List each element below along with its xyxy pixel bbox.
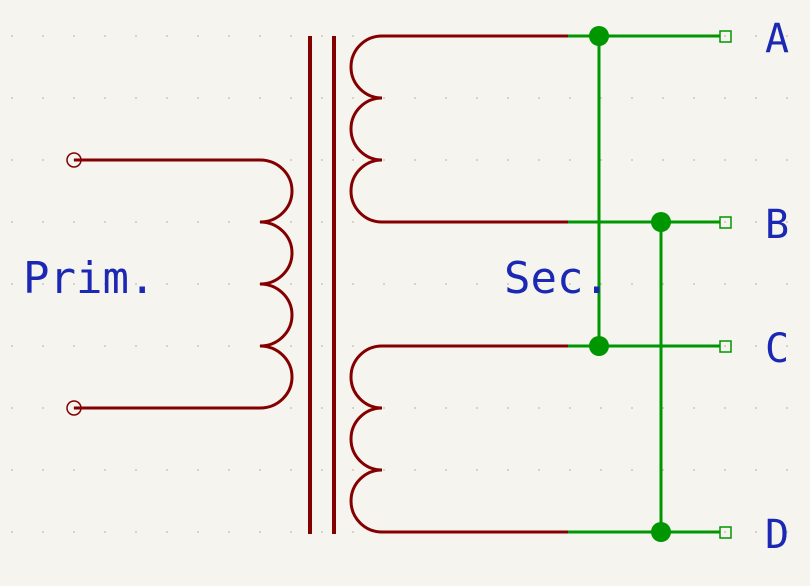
label-primary: Prim. bbox=[23, 253, 155, 304]
primary-winding bbox=[66, 152, 294, 416]
transformer-core bbox=[308, 36, 336, 534]
junctions bbox=[589, 26, 671, 542]
label-terminal-a: A bbox=[765, 16, 789, 62]
junction-d bbox=[651, 522, 671, 542]
terminal-pin-c[interactable] bbox=[719, 340, 732, 353]
terminal-pin-a[interactable] bbox=[719, 30, 732, 43]
terminals bbox=[719, 30, 732, 539]
label-terminal-c: C bbox=[765, 326, 789, 372]
primary-pin-bottom[interactable] bbox=[66, 400, 82, 416]
junction-b bbox=[651, 212, 671, 232]
primary-pin-top[interactable] bbox=[66, 152, 82, 168]
secondary-winding-upper bbox=[349, 34, 570, 224]
terminal-pin-d[interactable] bbox=[719, 526, 732, 539]
label-terminal-b: B bbox=[765, 202, 789, 248]
label-terminal-d: D bbox=[765, 512, 789, 558]
junction-a bbox=[589, 26, 609, 46]
terminal-pin-b[interactable] bbox=[719, 216, 732, 229]
secondary-winding-lower bbox=[349, 344, 570, 534]
junction-c bbox=[589, 336, 609, 356]
label-secondary: Sec. bbox=[504, 253, 610, 304]
